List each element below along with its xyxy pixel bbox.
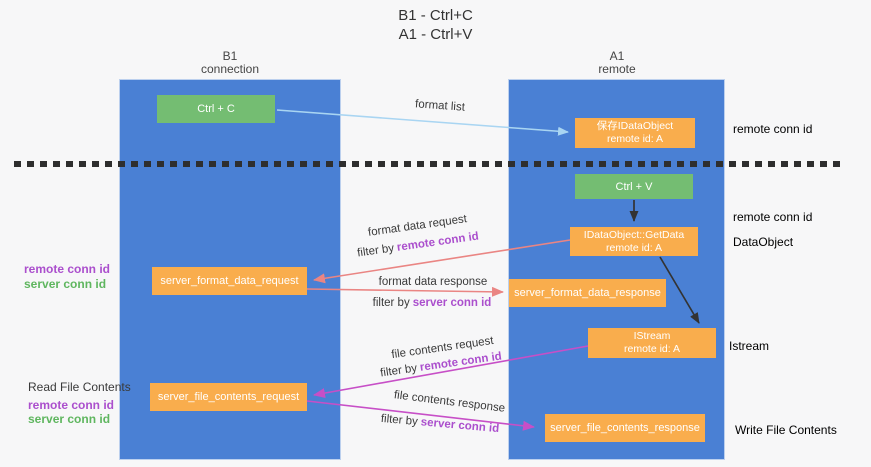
remote-conn-id-label: remote conn id (28, 398, 115, 412)
node-ctrl-c: Ctrl + C (157, 95, 275, 123)
node-server-format-data-response: server_format_data_response (509, 279, 666, 307)
edge-label-format-list: format list (414, 98, 466, 114)
node-format-request-label: server_format_data_request (160, 275, 299, 287)
annotation-remote-conn-id-mid: remote conn id (733, 210, 813, 224)
node-file-response-label: server_file_contents_response (550, 422, 700, 434)
read-file-contents-label: Read File Contents (28, 380, 131, 394)
node-save-idataobject: 保存IDataObject remote id: A (575, 118, 695, 148)
annotation-left-conn-ids: remote conn id server conn id (24, 262, 110, 292)
node-istream: IStream remote id: A (588, 328, 716, 358)
node-save-idataobject-line2: remote id: A (606, 133, 664, 145)
filter-prefix: filter by (372, 297, 410, 309)
edge-label-file-contents-response: file contents response (393, 389, 506, 415)
left-column-header: B1 connection (130, 50, 330, 76)
annotation-remote-conn-id-top: remote conn id (733, 122, 813, 136)
node-server-file-contents-response: server_file_contents_response (545, 414, 705, 442)
annotation-dataobject: DataObject (733, 235, 794, 249)
title-line-2: A1 - Ctrl+V (398, 26, 473, 43)
node-format-response-label: server_format_data_response (514, 287, 661, 299)
filter-key: server conn id (420, 416, 500, 436)
right-column-subtitle: remote (598, 62, 636, 76)
node-getdata-line1: IDataObject::GetData (583, 228, 685, 241)
node-ctrl-c-label: Ctrl + C (197, 103, 235, 115)
annotation-write-file-contents: Write File Contents (735, 423, 837, 437)
server-conn-id-label: server conn id (24, 277, 107, 291)
node-istream-line1: IStream (633, 330, 671, 342)
node-idataobject-getdata: IDataObject::GetData remote id: A (570, 227, 698, 256)
node-ctrl-v: Ctrl + V (575, 174, 693, 199)
node-istream-line2: remote id: A (623, 343, 681, 355)
filter-prefix: filter by (356, 242, 395, 260)
filter-key: remote conn id (396, 230, 480, 254)
node-server-format-data-request: server_format_data_request (152, 267, 307, 295)
node-getdata-line2: remote id: A (605, 241, 663, 254)
left-column-title: B1 (222, 49, 238, 63)
left-column-subtitle: connection (200, 62, 260, 76)
edge-label-format-data-response: format data response (378, 276, 488, 288)
right-column-header: A1 remote (517, 50, 717, 76)
node-server-file-contents-request: server_file_contents_request (150, 383, 307, 411)
node-save-idataobject-line1: 保存IDataObject (596, 120, 674, 132)
node-file-request-label: server_file_contents_request (157, 391, 300, 403)
right-column-title: A1 (609, 49, 625, 63)
filter-prefix: filter by (380, 412, 419, 429)
phase-separator-dashed-line (14, 161, 846, 167)
diagram-title: B1 - Ctrl+C A1 - Ctrl+V (0, 6, 871, 44)
annotation-read-file-contents: Read File Contents remote conn id server… (28, 380, 131, 426)
remote-conn-id-label: remote conn id (24, 262, 111, 276)
filter-prefix: filter by (379, 362, 418, 380)
title-line-1: B1 - Ctrl+C (398, 7, 473, 24)
filter-key: server conn id (412, 297, 492, 309)
server-conn-id-label: server conn id (28, 412, 111, 426)
annotation-istream: Istream (729, 339, 770, 353)
node-ctrl-v-label: Ctrl + V (615, 180, 653, 193)
